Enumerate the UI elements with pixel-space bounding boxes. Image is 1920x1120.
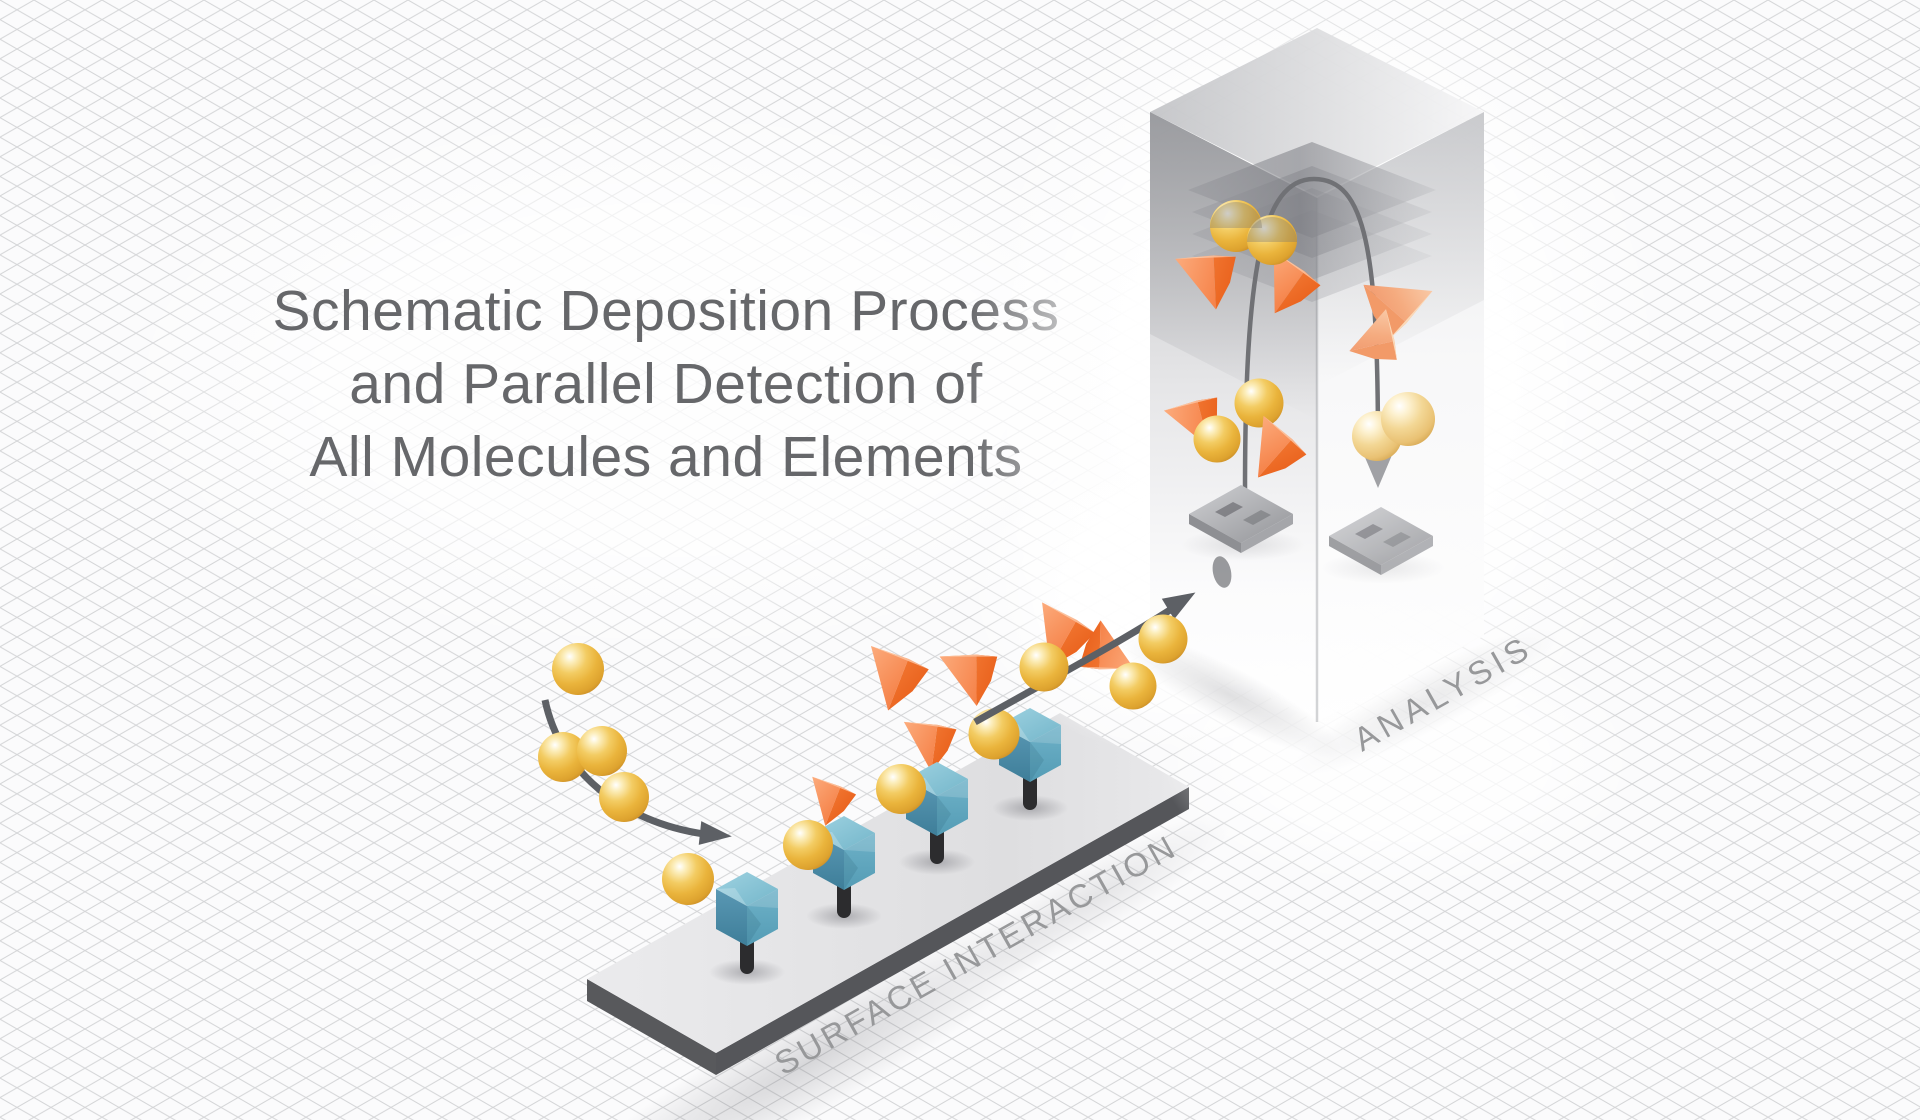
gold-molecule	[662, 853, 714, 905]
platform-shadow	[547, 907, 1073, 1120]
platform-shadow	[949, 815, 1231, 985]
deposition-arrow	[541, 699, 705, 838]
bound-gold-molecule	[876, 764, 926, 814]
chamber-shadow	[1118, 632, 1342, 758]
title-block: Schematic Deposition Process and Paralle…	[272, 279, 1059, 489]
gold-molecule	[1019, 642, 1069, 692]
gold-molecule	[552, 643, 604, 695]
platform-side-front	[716, 787, 1189, 1075]
deposition-zone	[538, 643, 734, 905]
detected-cluster-top	[1175, 200, 1326, 326]
plate-occlusion	[1210, 202, 1262, 228]
title-line-2: and Parallel Detection of	[349, 352, 983, 416]
chamber-face-top	[1150, 28, 1484, 196]
gold-molecule	[1234, 378, 1284, 428]
inlet-aperture	[1212, 556, 1232, 588]
title-vignette	[105, 100, 1225, 660]
analysis-chamber: ANALYSIS	[1118, 28, 1559, 777]
plate-occlusion	[1247, 217, 1297, 242]
title-line-3: All Molecules and Elements	[309, 425, 1022, 489]
gold-molecule	[1109, 662, 1157, 710]
gold-molecule	[599, 772, 649, 822]
gold-molecule	[1138, 614, 1188, 664]
title-line-1: Schematic Deposition Process	[272, 279, 1059, 343]
sample-cubes	[709, 708, 1068, 985]
transfer-zone	[973, 582, 1202, 726]
pale-gold-molecule	[1381, 392, 1435, 446]
bound-gold-molecule	[783, 820, 833, 870]
gold-molecule	[1193, 415, 1241, 463]
chamber-shadow	[1291, 627, 1559, 777]
platform-side-left	[587, 979, 716, 1075]
bound-gold-molecule	[968, 708, 1020, 760]
gold-molecule	[577, 726, 627, 776]
